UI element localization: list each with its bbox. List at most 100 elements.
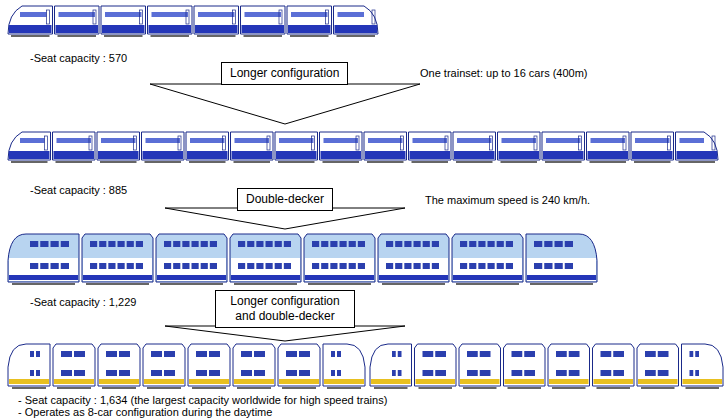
door <box>534 136 537 150</box>
bogie <box>189 161 226 163</box>
door <box>186 10 189 24</box>
upper-window <box>544 241 552 247</box>
car-band <box>195 25 238 33</box>
lower-window <box>386 263 393 269</box>
upper-window <box>478 241 485 247</box>
door <box>401 136 404 150</box>
car-body <box>8 234 79 282</box>
note-label: The maximum speed is 240 km/h. <box>425 194 590 207</box>
door <box>312 136 315 150</box>
upper-window <box>404 241 411 247</box>
lower-window <box>555 263 563 269</box>
car-lower <box>638 365 678 385</box>
car-body <box>233 344 275 386</box>
car-band <box>305 275 374 280</box>
car-body <box>682 344 724 386</box>
car-band <box>454 151 495 159</box>
lower-window <box>299 370 310 376</box>
lower-window <box>392 370 396 376</box>
lower-window <box>61 370 72 376</box>
bogie <box>145 161 182 163</box>
bogie <box>367 161 404 163</box>
door <box>326 10 329 24</box>
window-row <box>546 138 581 143</box>
car-body <box>676 132 719 160</box>
bogie <box>308 283 371 285</box>
lower-window <box>51 263 59 269</box>
lower-window <box>201 263 208 269</box>
lower-window <box>358 263 365 269</box>
car-band <box>543 151 584 159</box>
window-row <box>338 12 365 17</box>
lower-window <box>321 263 328 269</box>
upper-window <box>423 351 434 357</box>
note-label: One trainset: up to 16 cars (400m) <box>420 67 588 80</box>
car-lower <box>9 365 49 385</box>
car-body <box>548 344 590 386</box>
car-body <box>364 132 407 160</box>
car-band <box>9 275 78 280</box>
car-body <box>378 234 449 282</box>
upper-window <box>601 351 612 357</box>
upper-window <box>613 351 624 357</box>
lower-window <box>90 263 97 269</box>
upper-window <box>695 351 699 357</box>
upper-window <box>330 241 337 247</box>
upper-window <box>36 351 40 357</box>
bogie <box>192 387 226 389</box>
car-band <box>677 151 718 159</box>
upper-window <box>61 241 69 247</box>
bogie <box>412 161 449 163</box>
car-lower <box>594 365 634 385</box>
lower-window <box>256 263 263 269</box>
upper-window <box>534 241 542 247</box>
car-body <box>230 234 301 282</box>
window-row <box>57 138 92 143</box>
car-band <box>54 151 95 159</box>
bogie <box>597 387 631 389</box>
car-band <box>232 151 273 159</box>
bogie <box>456 161 493 163</box>
lower-window <box>337 370 341 376</box>
upper-window <box>196 351 207 357</box>
car-band <box>234 379 274 384</box>
window-row <box>502 138 537 143</box>
lower-window <box>136 263 143 269</box>
lower-window <box>534 263 542 269</box>
upper-window <box>555 241 563 247</box>
car-band <box>549 379 589 384</box>
lower-window <box>349 263 356 269</box>
car-band <box>505 379 545 384</box>
window-row <box>198 12 235 17</box>
lower-window <box>497 263 504 269</box>
door <box>223 136 226 150</box>
upper-window <box>480 351 491 357</box>
note-text: The maximum speed is 240 km/h. <box>425 194 590 206</box>
upper-window <box>565 241 573 247</box>
car-lower <box>83 258 152 281</box>
upper-window <box>241 351 252 357</box>
upper-window <box>497 241 504 247</box>
lower-window <box>512 370 523 376</box>
car-band <box>371 379 411 384</box>
upper-window <box>337 351 341 357</box>
car-band <box>231 275 300 280</box>
upper-window <box>286 351 297 357</box>
lower-window <box>238 263 245 269</box>
car-body <box>278 344 320 386</box>
upper-window <box>127 241 134 247</box>
upper-window <box>210 241 217 247</box>
bogie <box>686 387 720 389</box>
car-band <box>410 151 451 159</box>
car-band <box>276 151 317 159</box>
upper-window <box>192 241 199 247</box>
lower-window <box>266 263 273 269</box>
lower-window <box>613 370 624 376</box>
car-body <box>156 234 227 282</box>
lower-window <box>423 263 430 269</box>
bogie <box>382 283 445 285</box>
car-band <box>189 379 229 384</box>
car-band <box>144 379 184 384</box>
car-band <box>335 25 378 33</box>
door <box>668 136 671 150</box>
